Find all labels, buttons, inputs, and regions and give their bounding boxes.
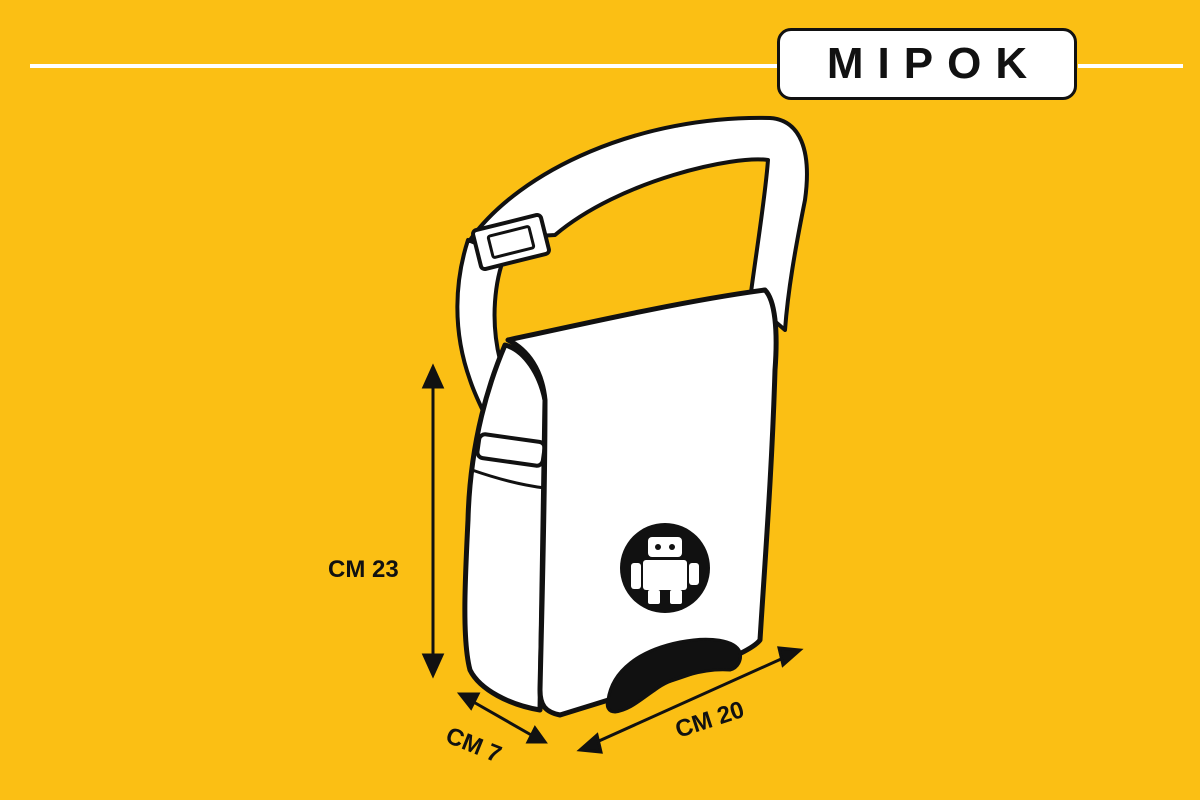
header-rule-right bbox=[1078, 64, 1183, 68]
height-label: CM 23 bbox=[328, 556, 399, 583]
height-arrow bbox=[421, 363, 445, 679]
side-pocket bbox=[471, 468, 546, 490]
brand-name: MIPOK bbox=[826, 39, 1042, 88]
strap-back bbox=[468, 115, 809, 332]
bag-handle bbox=[605, 637, 742, 714]
width-arrow bbox=[576, 646, 804, 754]
brand-logo: MIPOK bbox=[777, 28, 1077, 100]
robot-icon bbox=[631, 537, 699, 604]
strap-upper-buckle-slot bbox=[486, 225, 536, 259]
depth-arrow bbox=[456, 692, 548, 744]
header-rule-left bbox=[30, 64, 778, 68]
